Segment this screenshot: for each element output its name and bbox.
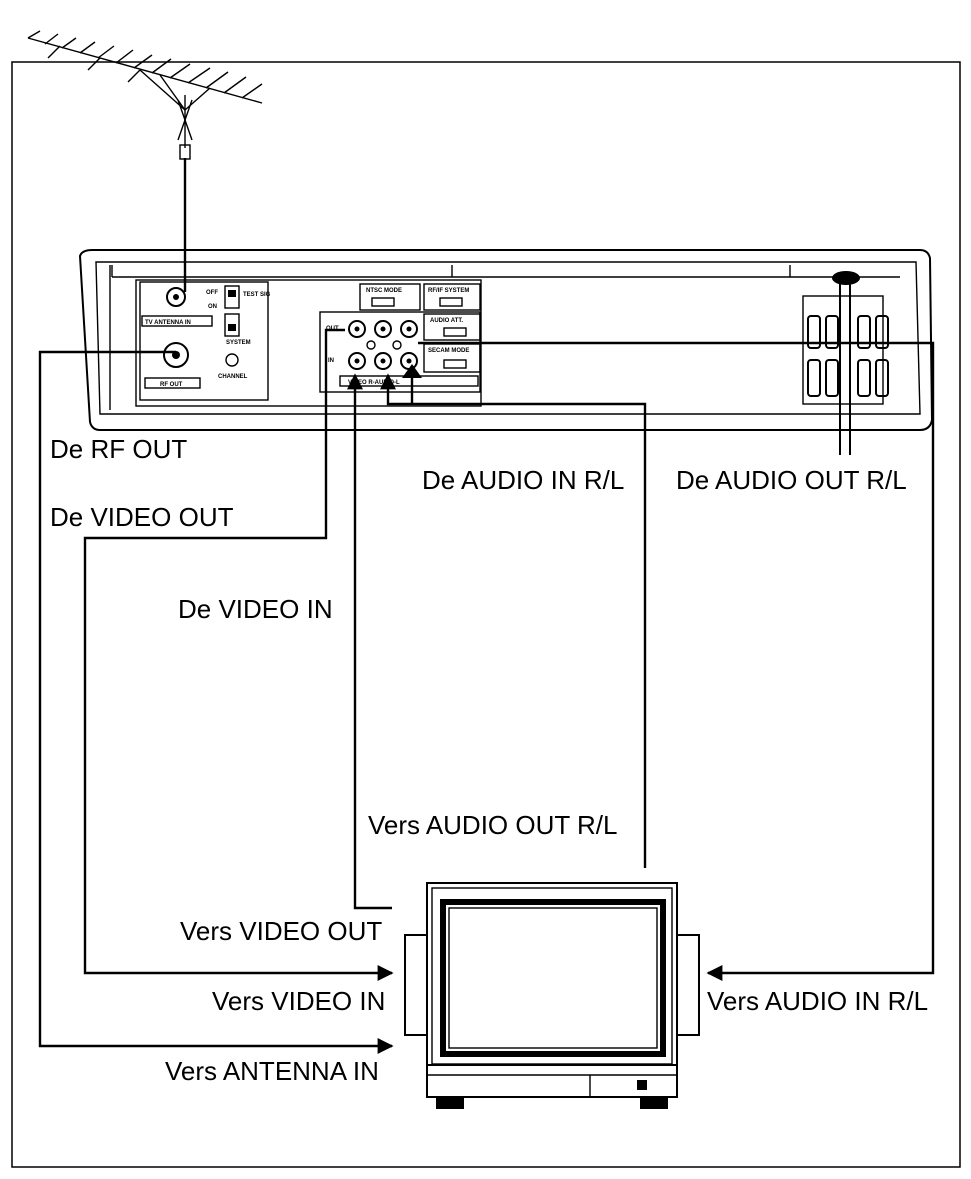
frame-border (11, 61, 961, 1168)
antenna-icon (27, 30, 263, 160)
label-audio-in: De AUDIO IN R/L (422, 465, 624, 495)
panel-system: SYSTEM (226, 340, 251, 346)
label-to-audio-in: Vers AUDIO IN R/L (707, 986, 928, 1016)
label-to-video-out: Vers VIDEO OUT (180, 916, 382, 946)
panel-on: ON (208, 304, 217, 310)
panel-ntsc-mode: NTSC MODE (366, 288, 402, 294)
panel-audio-att: AUDIO ATT. (430, 318, 463, 324)
label-to-antenna-in: Vers ANTENNA IN (165, 1056, 379, 1086)
vcr-rear-panel: TV ANTENNA IN RF OUT OFF TEST SIG ON SYS… (78, 249, 934, 455)
label-audio-out: De AUDIO OUT R/L (676, 465, 907, 495)
television (404, 882, 700, 1109)
label-video-out: De VIDEO OUT (50, 502, 234, 532)
label-video-in: De VIDEO IN (178, 594, 333, 624)
panel-rf-system: RF/IF SYSTEM (428, 288, 469, 294)
wires (38, 158, 935, 1054)
panel-channel: CHANNEL (218, 374, 248, 380)
panel-in: IN (328, 358, 334, 364)
panel-off: OFF (206, 290, 218, 296)
label-to-audio-out: Vers AUDIO OUT R/L (368, 810, 617, 840)
label-to-video-in: Vers VIDEO IN (212, 986, 385, 1016)
panel-rf-out: RF OUT (160, 382, 183, 388)
panel-test-sig: TEST SIG (243, 292, 271, 298)
panel-video-audio: VIDEO R-AUDIO-L (348, 380, 400, 386)
panel-tv-antenna-in: TV ANTENNA IN (145, 320, 191, 326)
panel-secam-mode: SECAM MODE (428, 348, 469, 354)
label-rf-out: De RF OUT (50, 434, 187, 464)
